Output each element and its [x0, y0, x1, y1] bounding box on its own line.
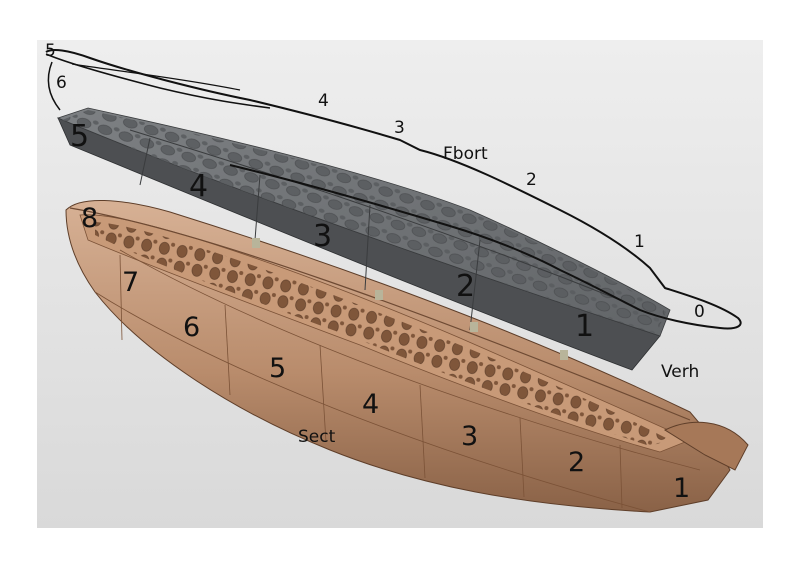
- verh-mark-5: 5: [70, 119, 89, 154]
- fbort-mark-6: 6: [56, 73, 67, 93]
- fbort-mark-5: 5: [45, 41, 56, 61]
- fbort-title: Fbort: [443, 144, 488, 164]
- deck-verh: [56, 107, 671, 371]
- fbort-mark-3: 3: [394, 118, 405, 138]
- verh-labels: Verh 1 2 3 4 5: [70, 119, 699, 382]
- sect-mark-5: 5: [269, 353, 286, 384]
- verh-mark-1: 1: [575, 309, 594, 344]
- sect-mark-4: 4: [362, 389, 379, 420]
- fbort-mark-2: 2: [526, 170, 537, 190]
- fbort-mark-4: 4: [318, 91, 329, 111]
- sect-labels: Sect 1 2 3 4 5 6 7 8: [81, 203, 690, 504]
- fbort-labels: Fbort 0 1 2 3 4 5 6: [45, 41, 705, 322]
- sect-mark-7: 7: [122, 267, 139, 298]
- sect-mark-2: 2: [568, 447, 585, 478]
- sect-title: Sect: [298, 427, 336, 447]
- bulwark-fbort-outline: [45, 49, 742, 330]
- sect-mark-6: 6: [183, 312, 200, 343]
- verh-mark-3: 3: [313, 219, 332, 254]
- sect-mark-8: 8: [81, 203, 98, 234]
- sect-mark-3: 3: [461, 421, 478, 452]
- fbort-mark-0: 0: [694, 302, 705, 322]
- fbort-mark-1: 1: [634, 232, 645, 252]
- verh-mark-2: 2: [456, 269, 475, 304]
- sect-mark-1: 1: [673, 473, 690, 504]
- hull-sect: [65, 199, 749, 513]
- verh-mark-4: 4: [189, 169, 208, 204]
- verh-title: Verh: [661, 362, 699, 382]
